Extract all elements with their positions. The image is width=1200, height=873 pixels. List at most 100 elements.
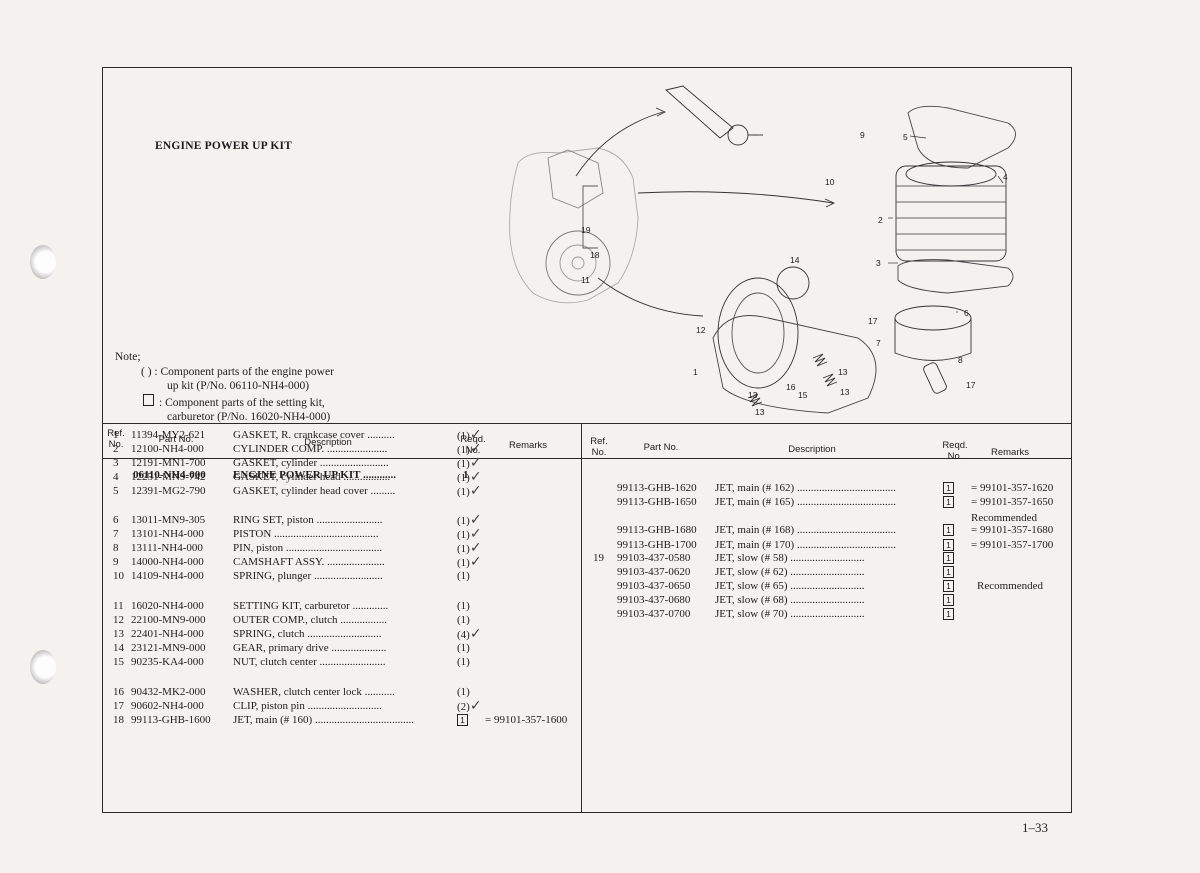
description: RING SET, piston .......................… [233,514,383,526]
part-no: 22100-MN9-000 [131,614,206,626]
ref-no: 4 [113,471,119,483]
part-no: 14109-NH4-000 [131,570,204,582]
ref-no: 14 [113,642,124,654]
ref-no: 11 [113,600,124,612]
kit-desc: ENGINE POWER UP KIT ............ [233,469,396,481]
kit-part: 06110-NH4-000 [133,469,206,481]
remarks: = 99101-357-1650 [971,496,1054,508]
callout-5: 5 [903,132,908,142]
reqd-qty: 1 [943,538,954,552]
part-no: 14000-NH4-000 [131,556,204,568]
reqd-qty: (1) [457,614,470,626]
reqd-qty: 1 [943,607,954,621]
reqd-qty: (1)✓ [457,483,482,499]
description: GASKET, cylinder .......................… [233,457,389,469]
remarks: Recommended [971,512,1037,524]
check-mark: ✓ [469,427,482,443]
header-desc-right: Description [788,444,836,455]
description: GASKET, R. crankcase cover .......... [233,429,395,441]
reqd-qty: (1)✓ [457,455,482,471]
callout-7: 7 [876,338,881,348]
description: PISTON .................................… [233,528,379,540]
header-part-right: Part No. [643,442,679,453]
table-header-rule [103,458,1071,459]
description: PIN, piston ............................… [233,542,383,554]
note-line-3: : Component parts of the setting kit, [159,396,325,409]
check-mark: ✓ [469,626,482,642]
reqd-qty: (1) [457,656,470,668]
reqd-qty: (1) [457,600,470,612]
description: CAMSHAFT ASSY. ..................... [233,556,385,568]
remarks: = 99101-357-1620 [971,482,1054,494]
part-no: 99103-437-0620 [617,566,691,578]
check-mark: ✓ [469,554,482,570]
callout-11: 11 [581,275,590,285]
part-no: 99103-437-0580 [617,552,691,564]
part-no: 22401-NH4-000 [131,628,204,640]
description: SPRING, plunger ........................… [233,570,383,582]
ref-no: 19 [593,552,604,564]
part-no: 11394-MY2-621 [131,429,206,441]
check-mark: ✓ [469,512,482,528]
reqd-qty: 1 [943,551,954,565]
reqd-qty: (1) [457,642,470,654]
page-number: 1–33 [1022,820,1048,835]
header-ref-right: Ref.No. [590,436,608,458]
ref-no: 5 [113,485,119,497]
description: WASHER, clutch center lock ........... [233,686,395,698]
callout-14: 14 [790,255,800,265]
part-no: 90432-MK2-000 [131,686,206,698]
callout-8: 8 [958,355,963,365]
reqd-qty: (1)✓ [457,512,482,528]
note-line-4: carburetor (P/No. 16020-NH4-000) [167,411,331,423]
remarks: Recommended [977,580,1043,592]
part-no: 23121-MN9-000 [131,642,206,654]
reqd-qty: (4)✓ [457,626,482,642]
exploded-diagram: 9 10 5 4 2 3 6 17 7 8 17 14 12 1 13 13 1… [509,85,1016,417]
reqd-qty: 1 [943,593,954,607]
check-mark: ✓ [469,455,482,471]
description: GEAR, primary drive .................... [233,642,387,654]
ref-no: 16 [113,686,124,698]
check-mark: ✓ [469,483,482,499]
reqd-qty: (1)✓ [457,554,482,570]
header-reqd-left: Reqd.No. [460,434,486,456]
description: JET, main (# 162) ......................… [715,482,896,494]
callout-3: 3 [876,258,881,268]
reqd-qty: 1 [943,495,954,509]
header-desc-left: Description [304,437,352,448]
remarks: = 99101-357-1600 [485,714,568,726]
ref-no: 1 [113,429,119,441]
reqd-qty: (2)✓ [457,698,482,714]
part-no: 99113-GHB-1650 [617,496,697,508]
remarks: = 99101-357-1700 [971,539,1054,551]
ref-no: 6 [113,514,119,526]
reqd-qty: 1 [457,713,468,727]
part-no: 90602-NH4-000 [131,700,204,712]
part-no: 99103-437-0700 [617,608,691,620]
part-no: 16020-NH4-000 [131,600,204,612]
part-no: 99113-GHB-1600 [131,714,211,726]
reqd-qty: (1) [457,570,470,582]
description: JET, main (# 168) ......................… [715,524,896,536]
description: JET, main (# 165) ......................… [715,496,896,508]
part-no: 13111-NH4-000 [131,542,203,554]
reqd-qty: (1) [457,686,470,698]
ref-no: 2 [113,443,119,455]
callout-6: 6 [964,308,969,318]
header-part-left: Part No. [158,434,194,445]
callout-17a: 17 [868,316,878,326]
check-mark: ✓ [469,540,482,556]
description: GASKET, cylinder head ................. [233,471,391,483]
ref-no: 15 [113,656,124,668]
ref-no: 3 [113,457,119,469]
parts-page-frame: ENGINE POWER UP KIT [102,67,1072,813]
check-mark: ✓ [469,469,482,485]
punch-hole-bottom [30,650,56,684]
note-block: Note; ( ) : Component parts of the engin… [115,350,334,425]
callout-4: 4 [1003,172,1008,182]
check-mark: ✓ [469,441,482,457]
part-no: 12191-MN1-700 [131,457,206,469]
callout-15: 15 [798,390,808,400]
description: JET, slow (# 68) .......................… [715,594,865,606]
